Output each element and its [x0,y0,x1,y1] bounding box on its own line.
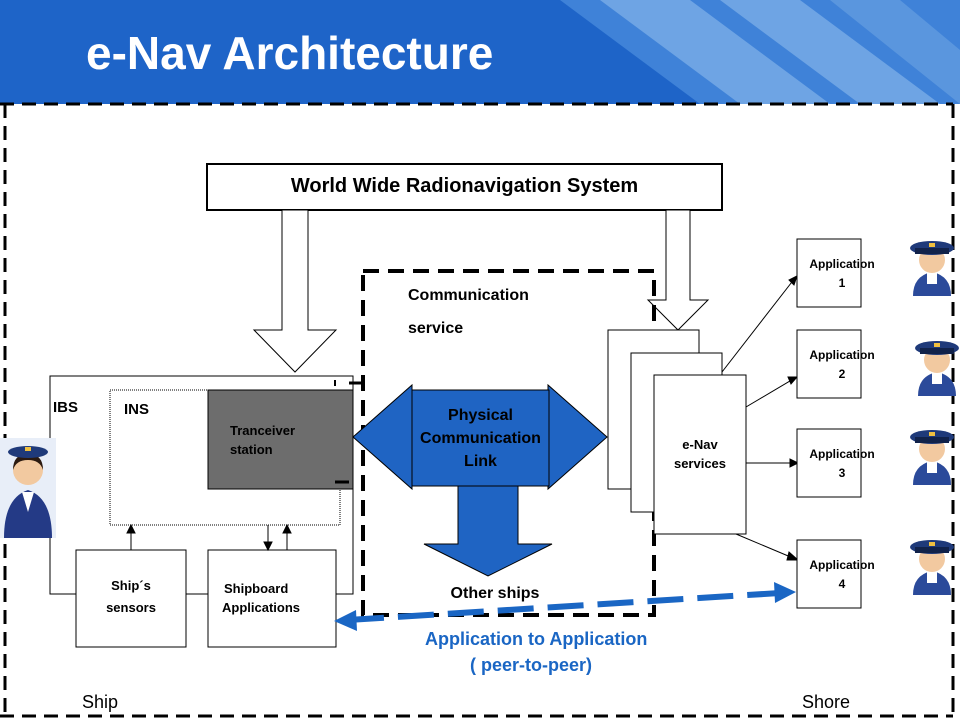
officer-icon [910,430,954,485]
other-ships-label: Other ships [450,585,540,602]
shipboard-apps-label-2: Applications [222,600,301,615]
physical-link-label-2: Communication [420,430,541,447]
app-connectors [721,275,800,561]
ins-label: INS [124,401,150,418]
app-3-label-1: Application [809,447,875,461]
physical-link-box [411,389,550,487]
enav-box-front [653,374,747,535]
app-1-label-2: 1 [838,276,846,290]
ship-officer-icon [0,438,56,538]
app-3-label-2: 3 [838,466,846,480]
shipboard-apps-label-1: Shipboard [224,581,289,596]
officer-icon [915,341,959,396]
transceiver-box [207,389,354,490]
physical-link-label-3: Link [464,453,497,470]
app-box-3 [796,428,862,498]
outer-dashed-border [0,102,955,718]
enav-label-1: e-Nav [682,437,718,452]
officer-icon [910,241,954,296]
wwrs-box [206,163,723,211]
transceiver-label-1: Tranceiver [230,423,296,438]
ship-sensors-label-1: Ship´s [111,578,151,593]
app-4-label-2: 4 [838,577,846,591]
ship-sensors-label-2: sensors [106,600,156,615]
peer-to-peer-arrow [334,582,796,631]
comm-service-label-2: service [408,320,464,337]
app-box-1 [796,238,862,308]
app-4-label-1: Application [809,558,875,572]
ship-side-label: Ship [82,692,119,712]
page-title: e-Nav Architecture [86,27,494,79]
wwrs-to-ship-arrow [252,209,338,373]
enav-label-2: services [673,456,727,471]
shore-side-label: Shore [802,692,851,712]
shipboard-apps-box [207,549,337,648]
peer-label-2: ( peer-to-peer) [470,655,593,675]
sensor-arrows [126,523,292,552]
app-1-label-1: Application [809,257,875,271]
officer-icon [910,540,954,595]
header-band [0,0,960,104]
wwrs-to-shore-arrow [646,209,710,331]
physical-link-label-1: Physical [448,407,513,424]
ibs-label: IBS [53,399,79,416]
peer-label-1: Application to Application [425,629,648,649]
comm-service-label-1: Communication [408,287,529,304]
transceiver-label-2: station [230,442,273,457]
ship-sensors-box [75,549,187,648]
app-box-4 [796,539,862,609]
other-ships-arrow [423,485,553,577]
wwrs-label: World Wide Radionavigation System [290,175,639,197]
app-box-2 [796,329,862,399]
app-2-label-1: Application [809,348,875,362]
app-2-label-2: 2 [838,367,846,381]
